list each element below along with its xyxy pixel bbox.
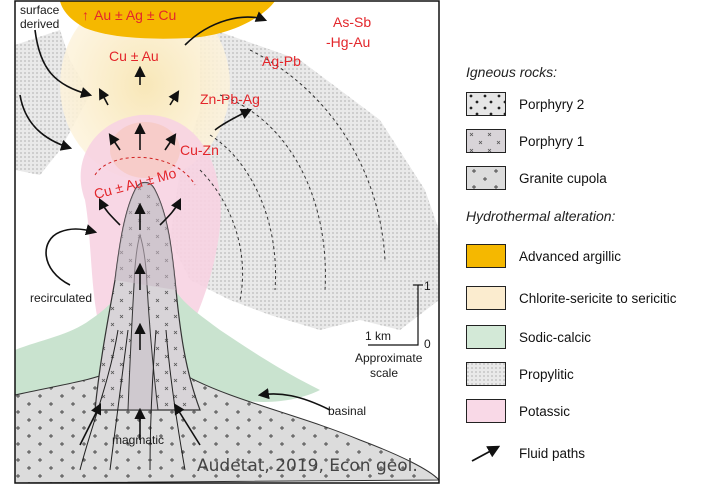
- swatch-porphyry-2: [466, 92, 506, 116]
- legend-item-fluid-paths: Fluid paths: [466, 440, 585, 466]
- legend-label: Propylitic: [519, 366, 574, 382]
- scale-bar: 1 0 1 km Approximate scale: [355, 279, 431, 380]
- legend-label: Granite cupola: [519, 170, 607, 186]
- label-cu-zn: Cu-Zn: [180, 142, 219, 158]
- legend-item-porphyry-1: Porphyry 1: [466, 128, 584, 154]
- arrow-up-right-1: [168, 90, 180, 106]
- swatch-sodic-calcic: [466, 325, 506, 349]
- arrow-basinal: [257, 388, 331, 411]
- label-recirculated: recirculated: [30, 291, 92, 305]
- potassic-core-halo: [110, 122, 180, 178]
- scale-caption-1: Approximate: [355, 351, 423, 365]
- propylitic-zone-right: [170, 25, 439, 330]
- arrow-stock-right: [159, 197, 182, 226]
- legend-item-sodic-calcic: Sodic-calcic: [466, 324, 591, 350]
- label-hg-au: -Hg-Au: [326, 34, 370, 50]
- diagram-frame: [14, 0, 440, 484]
- arrow-up-right-2: [164, 133, 177, 151]
- legend-item-granite-cupola: Granite cupola: [466, 165, 607, 191]
- scale-tick-1: 1: [424, 279, 431, 293]
- zone-boundary-dashed-4: [209, 134, 277, 291]
- legend-label: Porphyry 1: [519, 133, 585, 149]
- label-au-ag-cu: Au ± Ag ± Cu: [94, 7, 176, 23]
- zone-boundary-dashed-5: [199, 169, 244, 301]
- arrow-surface-1: [34, 29, 93, 98]
- arrow-magmatic-1: [79, 402, 102, 446]
- legend-label: Advanced argillic: [519, 248, 622, 264]
- legend-label: Fluid paths: [519, 445, 586, 461]
- legend-item-propylitic: Propylitic: [466, 361, 574, 387]
- arrow-surface-2: [19, 94, 73, 151]
- label-zn-pb-ag: Zn-Pb-Ag: [200, 91, 260, 107]
- citation: Audetat, 2019, Econ geol.: [197, 456, 418, 476]
- fluid-path-arrows: [19, 11, 331, 446]
- label-as-sb: As-Sb: [333, 14, 371, 30]
- scale-1km: 1 km: [365, 329, 391, 343]
- legend-heading-alteration: Hydrothermal alteration:: [466, 208, 616, 224]
- label-magmatic: magmatic: [112, 433, 164, 447]
- swatch-porphyry-1: [466, 129, 506, 153]
- swatch-potassic: [466, 399, 506, 423]
- fluid-path-arrow-icon: [471, 445, 501, 462]
- label-cu-au: Cu ± Au: [109, 48, 159, 64]
- label-surface: surface: [20, 3, 60, 17]
- legend-label: Chlorite-sericite to sericitic: [519, 290, 677, 306]
- arrow-up-left-1: [98, 88, 110, 106]
- porphyry-stock-cap-overlay: [115, 182, 176, 290]
- legend-heading-igneous: Igneous rocks:: [466, 64, 558, 80]
- arrow-zn-pb: [214, 108, 253, 131]
- label-ag-pb: Ag-Pb: [262, 53, 301, 69]
- arrow-up-left-2: [108, 133, 121, 151]
- legend-label: Sodic-calcic: [519, 329, 592, 345]
- swatch-propylitic: [466, 362, 506, 386]
- legend-item-potassic: Potassic: [466, 398, 570, 424]
- legend-item-porphyry-2: Porphyry 2: [466, 91, 584, 117]
- legend-label: Porphyry 2: [519, 96, 585, 112]
- fluid-source-labels: surface derived recirculated basinal mag…: [20, 3, 366, 447]
- arrow-magmatic-2: [173, 403, 201, 446]
- legend-label: Potassic: [519, 403, 571, 419]
- svg-text:↑: ↑: [82, 7, 89, 23]
- scale-tick-0: 0: [424, 337, 431, 351]
- label-basinal: basinal: [328, 404, 366, 418]
- legend-item-chlorite-sericite: Chlorite-sericite to sericitic: [466, 285, 677, 311]
- swatch-granite-cupola: [466, 166, 506, 190]
- swatch-chlorite-sericite: [466, 286, 506, 310]
- scale-caption-2: scale: [370, 366, 398, 380]
- label-derived: derived: [20, 17, 59, 31]
- arrow-stock-left: [98, 197, 121, 226]
- swatch-advanced-argillic: [466, 244, 506, 268]
- advanced-argillic-zone: [60, 1, 275, 39]
- arrow-recirculated: [45, 224, 98, 286]
- legend-item-advanced-argillic: Advanced argillic: [466, 243, 621, 269]
- arrow-cap-right: [184, 11, 268, 46]
